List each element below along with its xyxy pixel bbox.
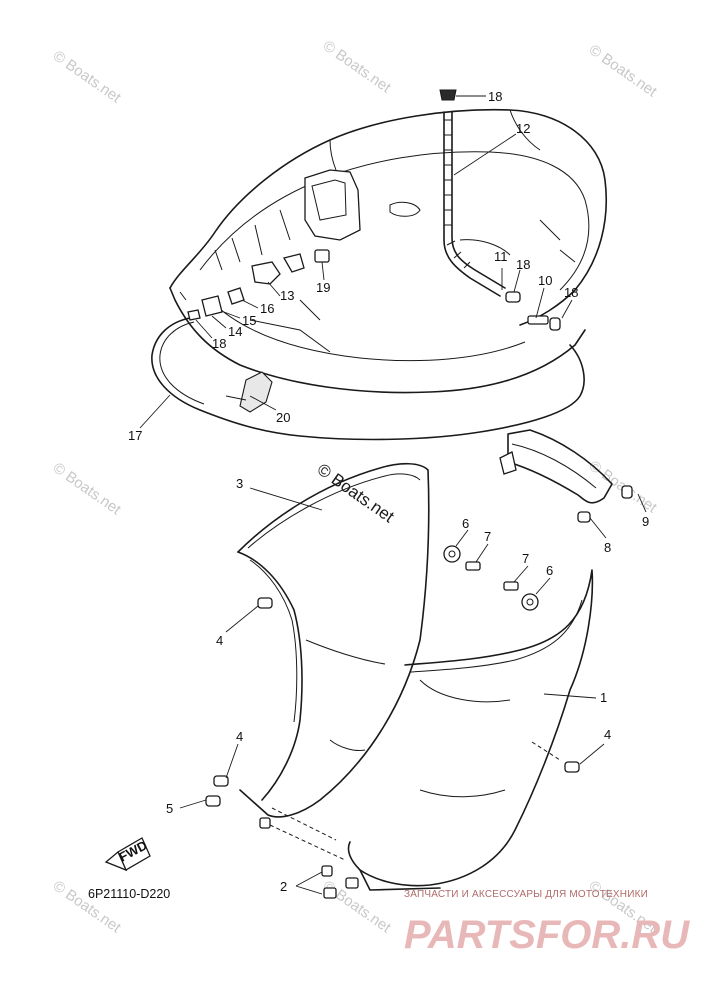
tray-small-parts	[187, 249, 561, 413]
fasteners	[205, 485, 633, 899]
callout-15: 15	[242, 313, 256, 328]
seal-17	[151, 317, 585, 441]
watermark-featured: © Boats.net	[314, 460, 398, 527]
callout-6: 6	[546, 563, 553, 578]
callout-9: 9	[642, 514, 649, 529]
callout-10: 10	[538, 273, 552, 288]
callout-18: 18	[212, 336, 226, 351]
callout-18: 18	[516, 257, 530, 272]
callout-17: 17	[128, 428, 142, 443]
watermark: © Boats.net	[50, 47, 125, 106]
watermark: © Boats.net	[586, 41, 661, 100]
fwd-arrow-badge: FWD	[104, 837, 151, 872]
callout-19: 19	[316, 280, 330, 295]
bottom-cowling-tray	[169, 108, 608, 394]
callout-5: 5	[166, 801, 173, 816]
diagram-code: 6P21110-D220	[88, 887, 171, 901]
callout-3: 3	[236, 476, 243, 491]
watermark: © Boats.net	[320, 37, 395, 96]
brand-logo: PARTSFOR.RU	[404, 913, 690, 957]
brand-logo-text: PARTSFOR.RU	[404, 913, 690, 957]
cowling-panel-3	[237, 462, 430, 818]
callout-13: 13	[280, 288, 294, 303]
cowling-panel-1	[347, 569, 594, 891]
callout-7: 7	[522, 551, 529, 566]
callout-14: 14	[228, 324, 242, 339]
callout-8: 8	[604, 540, 611, 555]
guide-lines	[269, 741, 561, 861]
callouts: 18 12 11 18 10 18 13 19 16 15 14 18 17 2…	[128, 89, 649, 895]
callout-11: 11	[494, 249, 508, 264]
hose-12	[439, 89, 506, 297]
callout-4: 4	[236, 729, 243, 744]
callout-12: 12	[516, 121, 530, 136]
brand-tagline: ЗАПЧАСТИ И АКСЕССУАРЫ ДЛЯ МОТОТЕХНИКИ	[404, 889, 649, 900]
callout-2: 2	[280, 879, 287, 894]
callout-4: 4	[604, 727, 611, 742]
callout-4: 4	[216, 633, 223, 648]
callout-18: 18	[564, 285, 578, 300]
callout-7: 7	[484, 529, 491, 544]
brand-block: ЗАПЧАСТИ И АКСЕССУАРЫ ДЛЯ МОТОТЕХНИКИ PA…	[404, 889, 704, 963]
callout-16: 16	[260, 301, 274, 316]
callout-20: 20	[276, 410, 290, 425]
callout-6: 6	[462, 516, 469, 531]
callout-18: 18	[488, 89, 502, 104]
watermark: © Boats.net	[50, 459, 125, 518]
callout-1: 1	[600, 690, 607, 705]
cover-8	[499, 429, 613, 504]
